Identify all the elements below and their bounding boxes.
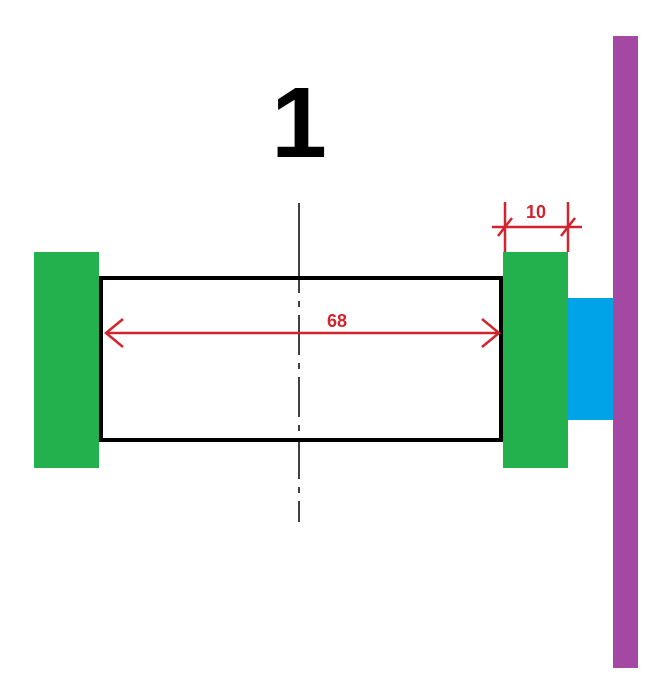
tick-mark-left-icon bbox=[497, 217, 513, 237]
dimension-10: 10 bbox=[492, 202, 582, 252]
arrowhead-right-icon bbox=[481, 318, 501, 348]
left-green-block bbox=[34, 252, 99, 468]
arrowhead-left-icon bbox=[104, 318, 124, 348]
tick-mark-right-icon bbox=[560, 217, 576, 237]
right-green-block bbox=[503, 252, 568, 468]
diagram-title: 1 bbox=[271, 67, 327, 179]
dimension-68: 68 bbox=[104, 311, 501, 348]
purple-wall bbox=[613, 36, 638, 668]
dimension-10-label: 10 bbox=[526, 202, 546, 222]
center-rectangle bbox=[99, 276, 503, 442]
blue-spacer bbox=[568, 298, 613, 420]
dimension-68-label: 68 bbox=[327, 311, 347, 331]
